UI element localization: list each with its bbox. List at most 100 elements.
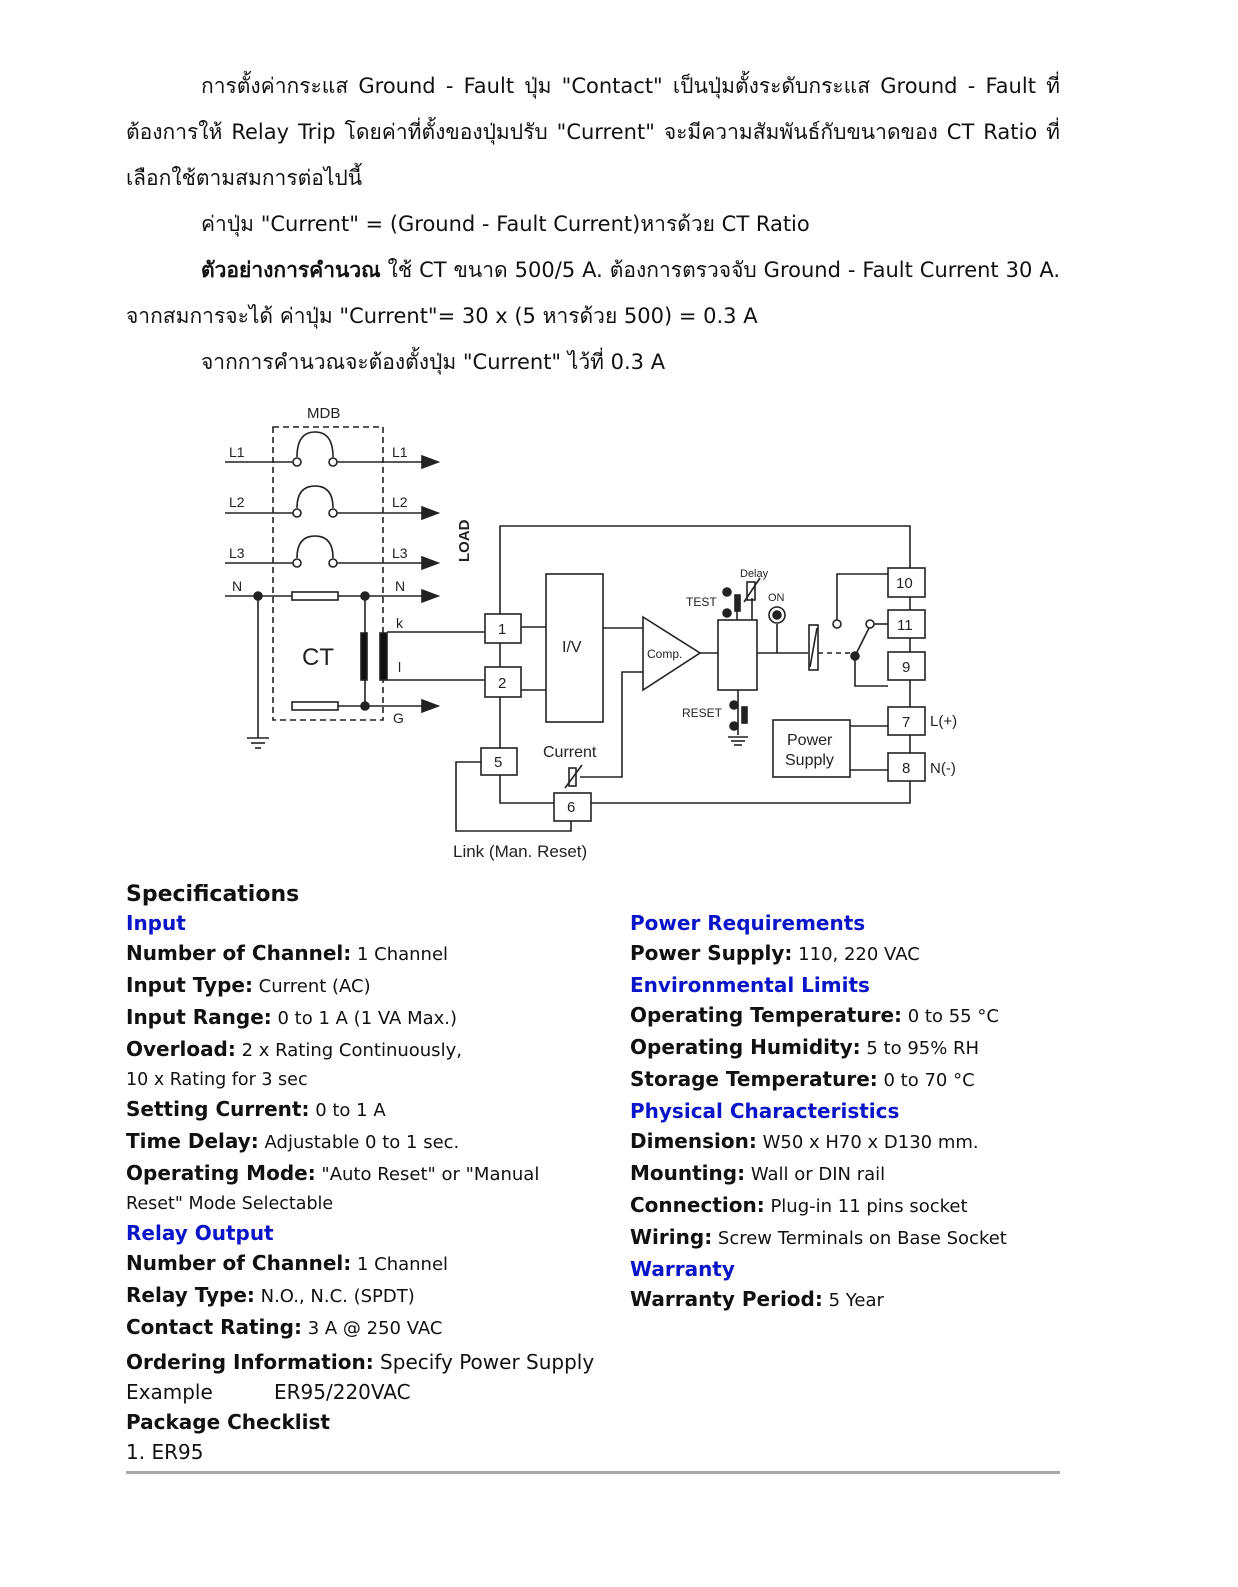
spec-label: Operating Humidity: (630, 1035, 861, 1059)
example-text: ใช้ CT ขนาด 500/5 A. ต้องการตรวจจับ Grou… (126, 258, 1060, 328)
terminal-5: 5 (494, 754, 502, 771)
example-label: ตัวอย่างการคำนวณ (201, 258, 381, 282)
comparator-triangle (642, 615, 702, 692)
terminal-1: 1 (498, 621, 506, 638)
terminal-7: 7 (902, 714, 910, 731)
terminal-11: 11 (897, 617, 913, 634)
ordering-value: Specify Power Supply (373, 1350, 595, 1374)
spec-label: Input Type: (126, 973, 253, 997)
contact-nc-icon (832, 619, 842, 629)
power-supply-label-2: Supply (785, 752, 834, 769)
spec-value: N.O., N.C. (SPDT) (254, 1286, 415, 1307)
l2-out-label: L2 (392, 494, 408, 510)
spec-label: Storage Temperature: (630, 1067, 878, 1091)
formula: ค่าปุ่ม "Current" = (Ground - Fault Curr… (201, 212, 810, 236)
ct-core-secondary (379, 632, 388, 681)
ordering-information: Ordering Information: Specify Power Supp… (126, 1347, 594, 1467)
power-requirements-heading: Power Requirements (630, 911, 866, 935)
load-label: LOAD (456, 519, 473, 562)
relay-output-heading: Relay Output (126, 1221, 274, 1245)
spec-value: 2 x Rating Continuously, (235, 1040, 462, 1061)
iv-label: I/V (562, 639, 582, 656)
l3-in-label: L3 (229, 545, 245, 561)
spec-value: 1 Channel (351, 1254, 449, 1275)
ct-label: CT (302, 644, 334, 671)
test-button-icon (722, 587, 741, 618)
relay-coil-mark (809, 627, 818, 668)
power-supply-label-1: Power (787, 732, 833, 749)
terminal-9: 9 (902, 659, 910, 676)
wiring (387, 525, 911, 832)
nminus-label: N(-) (930, 760, 956, 777)
terminal-6: 6 (567, 799, 575, 816)
spec-value: Plug-in 11 pins socket (764, 1196, 968, 1217)
spec-value: 1 Channel (351, 944, 449, 965)
spec-value: Wall or DIN rail (745, 1164, 886, 1185)
on-label: ON (768, 592, 785, 604)
spec-value: Adjustable 0 to 1 sec. (258, 1132, 460, 1153)
timer-block (717, 619, 758, 691)
test-label: TEST (686, 595, 717, 609)
l-label: l (398, 659, 401, 675)
contact-common-icon (850, 651, 860, 661)
n-in-label: N (232, 578, 242, 594)
spec-label: Warranty Period: (630, 1287, 823, 1311)
ordering-label: Ordering Information: (126, 1350, 374, 1374)
example-paragraph: ตัวอย่างการคำนวณ ใช้ CT ขนาด 500/5 A. ต้… (126, 247, 1060, 339)
example-label: Example (126, 1380, 213, 1404)
warranty-heading: Warranty (630, 1257, 735, 1281)
reset-button-icon (729, 700, 748, 731)
spec-value: "Auto Reset" or "Manual (315, 1164, 540, 1185)
breaker-l3 (225, 535, 441, 571)
ct-core-primary (360, 632, 368, 681)
spec-label: Input Range: (126, 1005, 272, 1029)
example-value: ER95/220VAC (274, 1380, 411, 1404)
g-label: G (393, 710, 404, 726)
package-checklist-heading: Package Checklist (126, 1410, 330, 1434)
terminal-10: 10 (896, 575, 913, 592)
reset-label: RESET (682, 706, 723, 720)
spec-label: Power Supply: (630, 941, 793, 965)
spec-value: 110, 220 VAC (792, 944, 920, 965)
terminals: 1 2 5 6 10 11 9 7 8 (480, 567, 926, 822)
spec-value: 0 to 1 A (1 VA Max.) (271, 1008, 458, 1029)
environmental-limits-heading: Environmental Limits (630, 973, 870, 997)
spec-label: Number of Channel: (126, 1251, 352, 1275)
spec-label: Contact Rating: (126, 1315, 302, 1339)
checklist-item: 1. ER95 (126, 1440, 204, 1464)
specs-left-column: Input Number of Channel: 1 Channel Input… (126, 908, 539, 1344)
terminal-2: 2 (498, 675, 506, 692)
spec-label: Wiring: (630, 1225, 713, 1249)
spec-label: Dimension: (630, 1129, 757, 1153)
spec-value: 0 to 1 A (309, 1100, 386, 1121)
delay-potentiometer-icon (743, 577, 761, 603)
specifications-heading: Specifications (126, 882, 300, 907)
iv-converter-box (545, 573, 604, 723)
horizontal-divider (126, 1471, 1060, 1474)
spec-value-continued: 10 x Rating for 3 sec (126, 1070, 308, 1090)
spec-label: Setting Current: (126, 1097, 310, 1121)
conclusion: จากการคำนวณจะต้องตั้งปุ่ม "Current" ไว้ท… (201, 350, 666, 374)
k-label: k (396, 615, 404, 631)
l2-in-label: L2 (229, 494, 245, 510)
delay-label: Delay (740, 568, 769, 580)
n-out-label: N (395, 578, 405, 594)
spec-label: Operating Mode: (126, 1161, 316, 1185)
wiring-diagram: MDB L1 L2 L3 N L1 L2 L3 N (225, 405, 957, 861)
l3-out-label: L3 (392, 545, 408, 561)
spec-label: Number of Channel: (126, 941, 352, 965)
lplus-label: L(+) (930, 713, 957, 730)
spec-value: Screw Terminals on Base Socket (712, 1228, 1007, 1249)
intro-text: การตั้งค่ากระแส Ground - Fault ปุ่ม "Con… (126, 63, 1060, 385)
spec-label: Mounting: (630, 1161, 746, 1185)
intro-paragraph: การตั้งค่ากระแส Ground - Fault ปุ่ม "Con… (126, 74, 1060, 190)
spec-value: 0 to 70 °C (877, 1070, 975, 1091)
relay-coil (808, 624, 819, 671)
spec-value: 0 to 55 °C (902, 1006, 999, 1027)
current-potentiometer-icon (564, 764, 583, 789)
spec-value-continued: Reset" Mode Selectable (126, 1194, 334, 1214)
spec-value: Current (AC) (252, 976, 371, 997)
spec-value: 5 Year (822, 1290, 884, 1311)
l1-out-label: L1 (392, 444, 408, 460)
